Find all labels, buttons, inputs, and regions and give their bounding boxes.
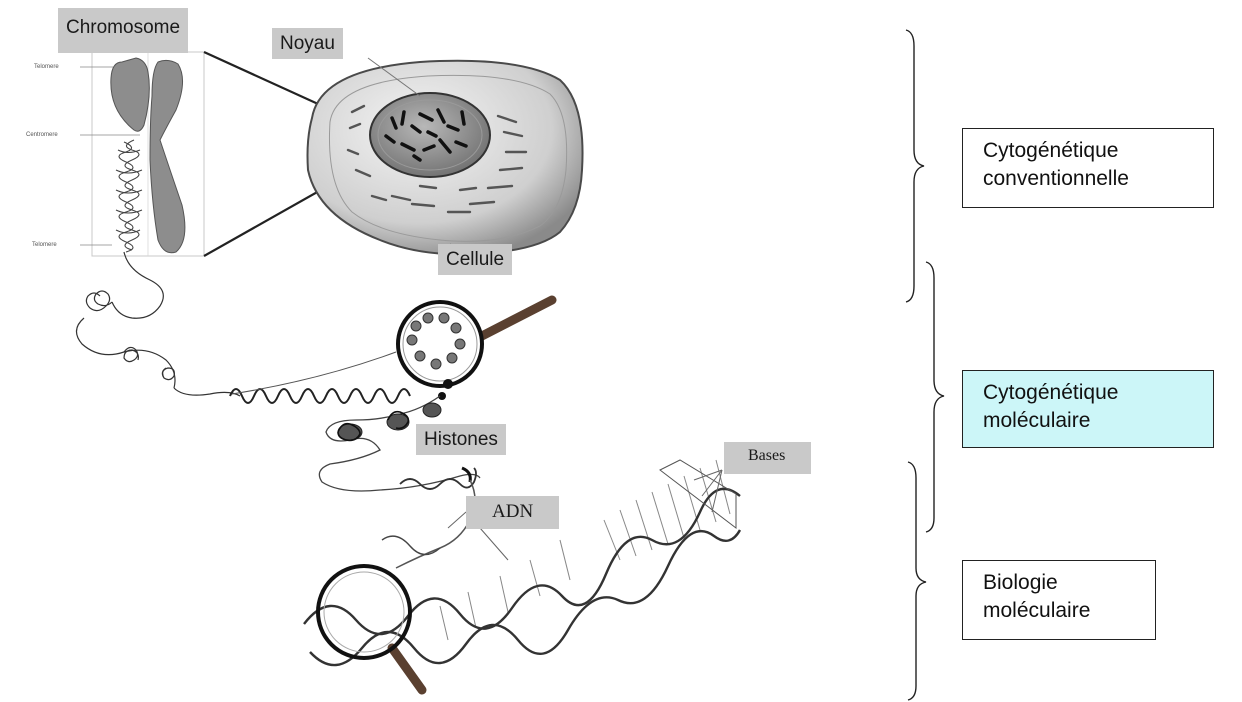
brace-biology (908, 462, 926, 700)
category-line1: Cytogénétique (983, 137, 1199, 165)
chromosome-illustration (80, 52, 204, 256)
cell-illustration (308, 58, 583, 254)
centromere-label: Centromere (26, 132, 58, 138)
solenoid (230, 352, 410, 403)
chromatin-fiber (76, 252, 240, 396)
telomere-bottom-label: Telomere (32, 242, 57, 248)
category-cytogenetique-moleculaire: Cytogénétique moléculaire (962, 370, 1214, 448)
brace-conventional (906, 30, 924, 302)
noyau-label: Noyau (272, 28, 343, 59)
brace-molecular (926, 262, 944, 532)
category-cytogenetique-conventionnelle: Cytogénétique conventionnelle (962, 128, 1214, 208)
category-line2: moléculaire (983, 597, 1141, 625)
category-line1: Cytogénétique (983, 379, 1199, 407)
magnifier-nucleosome (398, 300, 552, 400)
telomere-top-label: Telomere (34, 64, 59, 70)
category-line2: moléculaire (983, 407, 1199, 435)
chromosome-label: Chromosome (58, 8, 188, 53)
category-line1: Biologie (983, 569, 1141, 597)
category-biologie-moleculaire: Biologie moléculaire (962, 560, 1156, 640)
adn-label: ADN (466, 496, 559, 529)
bases-label: Bases (724, 442, 811, 474)
magnifier-dna (318, 566, 422, 690)
histones-label: Histones (416, 424, 506, 455)
cellule-label: Cellule (438, 244, 512, 275)
category-line2: conventionnelle (983, 165, 1199, 193)
